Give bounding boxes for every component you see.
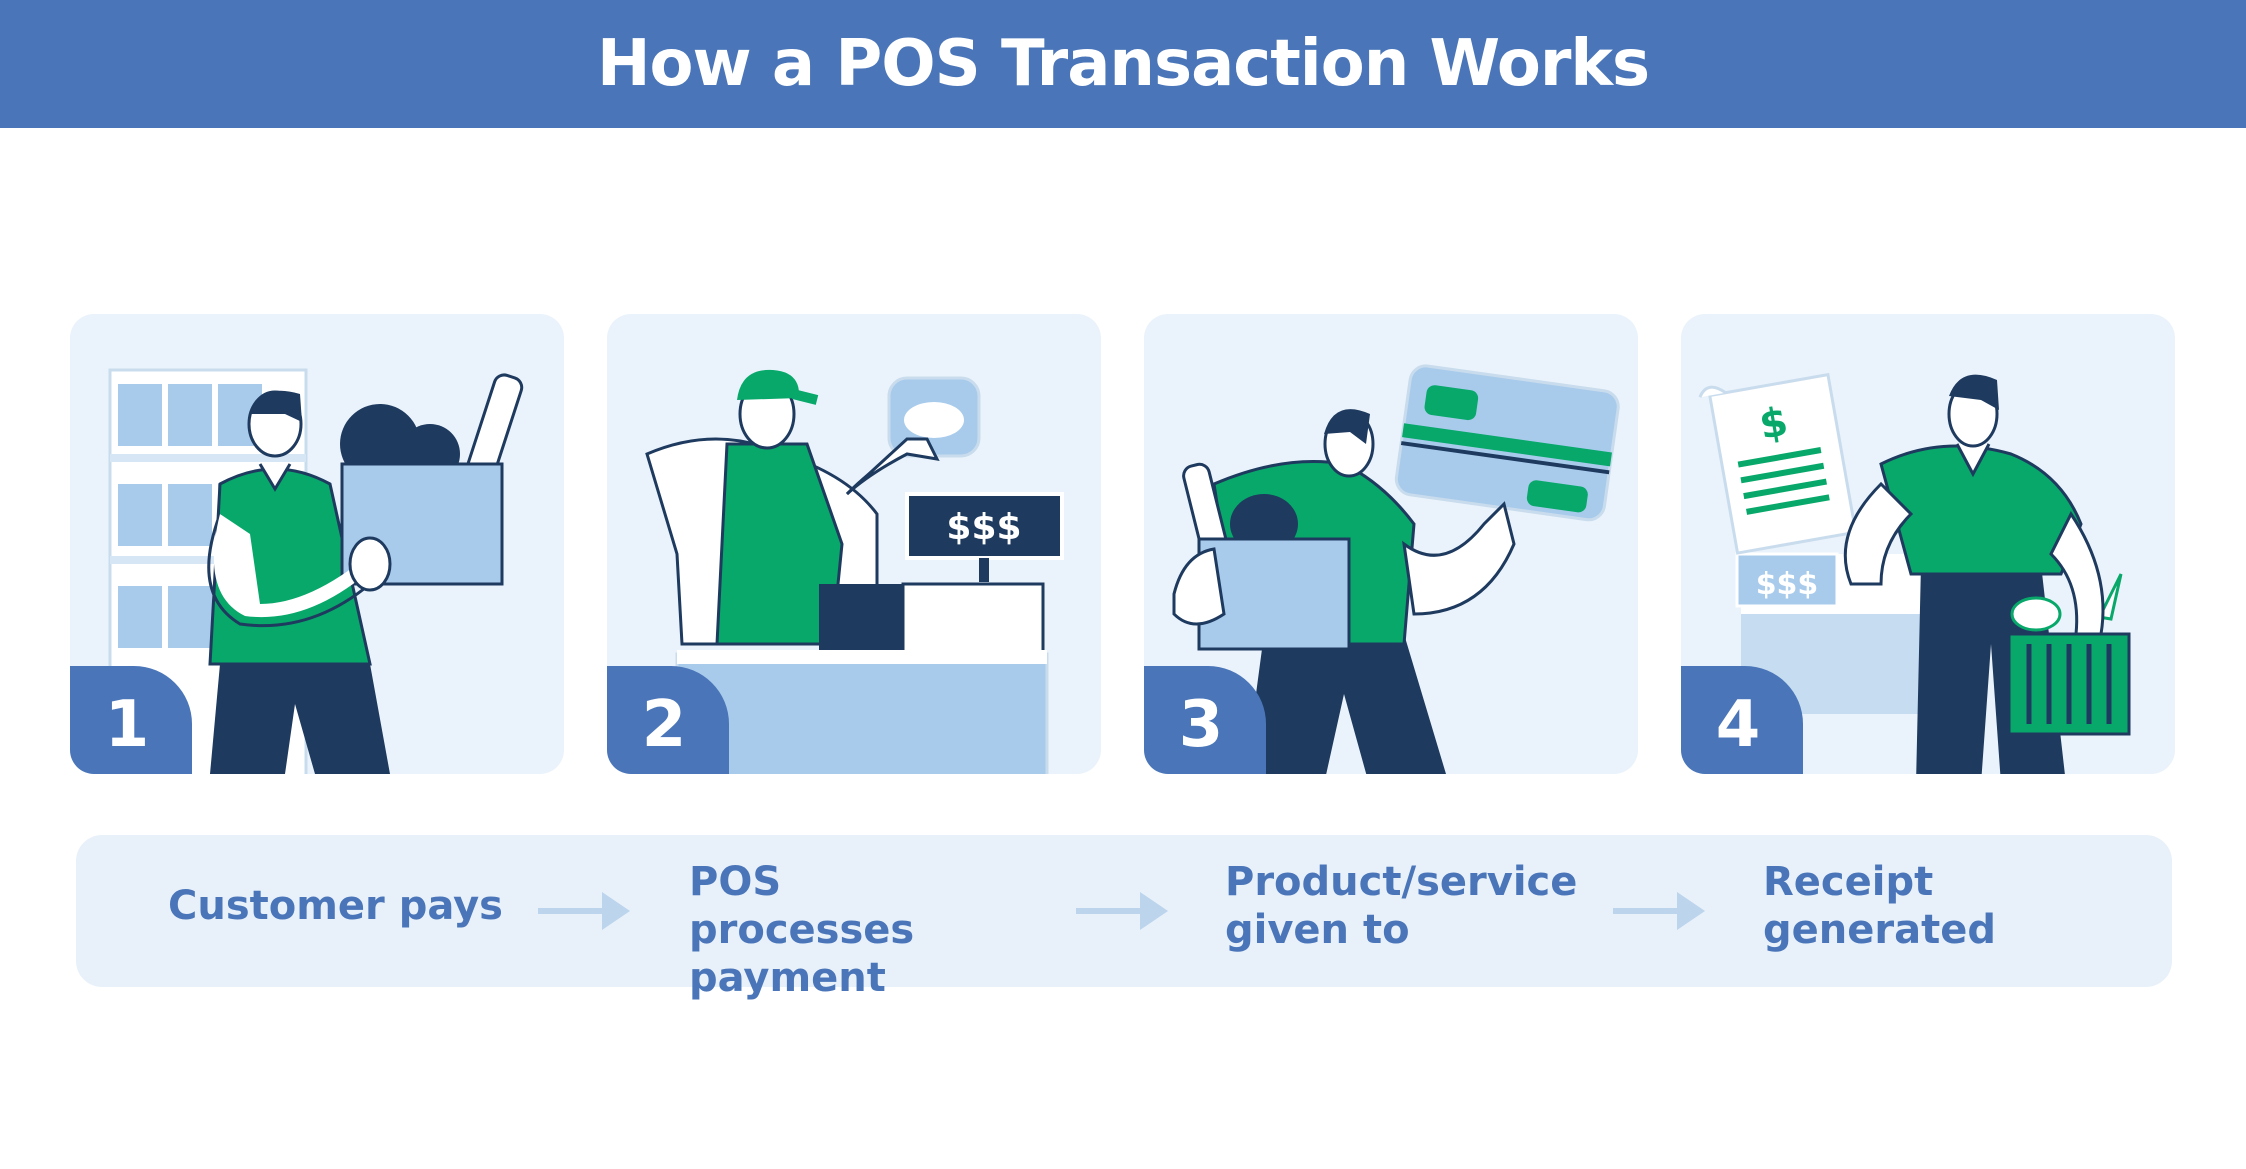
step-3-label: Product/service given to — [1225, 859, 1578, 953]
step-number-badge: 3 — [1144, 666, 1266, 774]
step-4-illustration-panel: $$$ $ 4 — [1681, 314, 2175, 774]
customer-with-receipt-illustration: $$$ $ — [1698, 372, 2131, 774]
price-sign: $$$ — [1756, 567, 1819, 602]
page-title: How a POS Transaction Works — [596, 27, 1650, 101]
right-arrow-icon — [1613, 892, 1705, 930]
step-number-badge: 4 — [1681, 666, 1803, 774]
step-1-label: Customer pays — [168, 883, 503, 929]
price-sign: $$$ — [946, 507, 1021, 548]
customer-carrying-groceries-illustration — [108, 368, 524, 774]
step-number: 3 — [1178, 688, 1224, 762]
step-3-illustration-panel: 3 — [1144, 314, 1638, 774]
customer-with-card-illustration — [1172, 364, 1620, 774]
header-banner: How a POS Transaction Works — [0, 0, 2246, 128]
right-arrow-icon — [538, 892, 630, 930]
step-2-label: POS processes payment — [689, 859, 915, 1001]
step-2-illustration-panel: $$$ 2 — [607, 314, 1101, 774]
right-arrow-icon — [1076, 892, 1168, 930]
step-number: 4 — [1715, 688, 1761, 762]
step-number-badge: 2 — [607, 666, 729, 774]
step-number: 1 — [104, 688, 150, 762]
step-1-illustration-panel: 1 — [70, 314, 564, 774]
cashier-at-register-illustration: $$$ — [645, 369, 1064, 774]
step-4-label: Receipt generated — [1763, 859, 1996, 953]
step-number: 2 — [641, 688, 687, 762]
step-number-badge: 1 — [70, 666, 192, 774]
